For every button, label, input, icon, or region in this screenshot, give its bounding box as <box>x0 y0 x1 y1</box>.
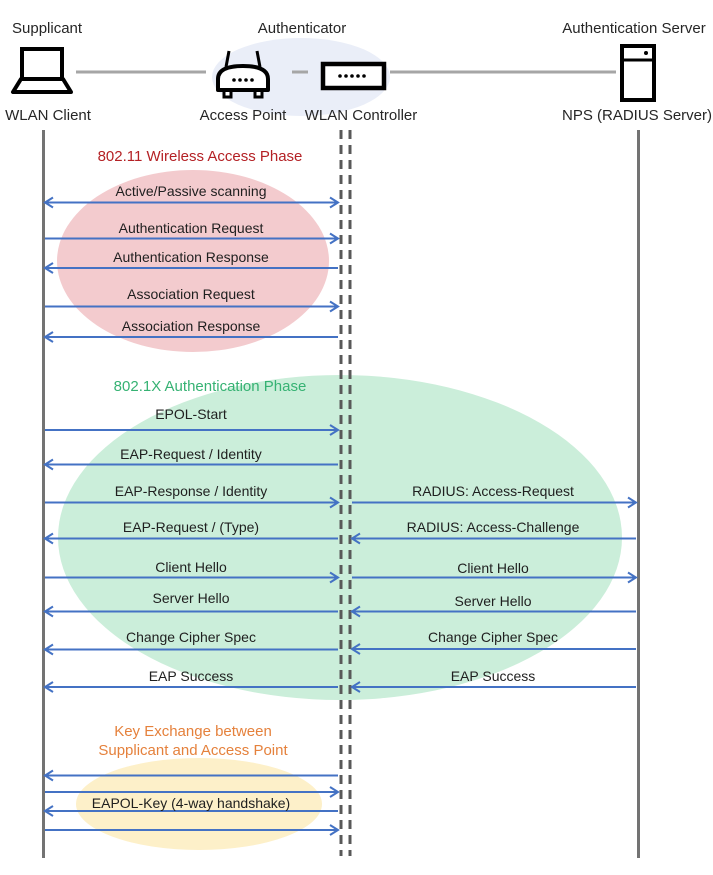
msg-eap-request-identity: EAP-Request / Identity <box>120 446 262 462</box>
phase3-title-line2: Supplicant and Access Point <box>98 742 288 759</box>
phase2-title: 802.1X Authentication Phase <box>113 378 307 395</box>
phase1-title: 802.11 Wireless Access Phase <box>97 148 303 165</box>
msg-change-cipher-spec-left: Change Cipher Spec <box>126 629 256 645</box>
laptop-icon <box>11 47 73 94</box>
msg-server-hello-left: Server Hello <box>152 590 230 606</box>
msg-epol-start: EPOL-Start <box>155 406 227 422</box>
msg-eapol-key: EAPOL-Key (4-way handshake) <box>91 795 291 811</box>
msg-change-cipher-spec-right: Change Cipher Spec <box>428 629 558 645</box>
msg-association-request: Association Request <box>127 286 255 302</box>
phase3-title-line1: Key Exchange between <box>114 723 272 740</box>
msg-eap-success-left: EAP Success <box>148 668 234 684</box>
role-authenticator: Authenticator <box>257 20 347 37</box>
wlan-controller-icon <box>320 61 387 91</box>
msg-eap-response-identity: EAP-Response / Identity <box>114 483 268 499</box>
phase3-title: Key Exchange between Supplicant and Acce… <box>63 722 323 760</box>
role-supplicant: Supplicant <box>12 20 83 37</box>
left-arrows <box>43 196 340 836</box>
msg-eap-request-type: EAP-Request / (Type) <box>122 519 260 535</box>
key-exchange-phase-ellipse <box>76 758 322 850</box>
msg-authentication-request: Authentication Request <box>118 220 264 236</box>
msg-eap-success-right: EAP Success <box>450 668 536 684</box>
role-authentication-server: Authentication Server <box>562 20 706 37</box>
device-label-nps: NPS (RADIUS Server) <box>561 107 713 124</box>
msg-active-passive-scanning: Active/Passive scanning <box>115 183 267 199</box>
msg-authentication-response: Authentication Response <box>113 249 269 265</box>
msg-association-response: Association Response <box>121 318 261 334</box>
msg-radius-access-challenge: RADIUS: Access-Challenge <box>406 519 580 535</box>
device-label-wlan-client: WLAN Client <box>5 107 91 124</box>
msg-client-hello-right: Client Hello <box>457 560 529 576</box>
msg-radius-access-request: RADIUS: Access-Request <box>412 483 574 499</box>
device-label-wlan-controller: WLAN Controller <box>304 107 418 124</box>
access-point-icon <box>216 50 270 99</box>
right-arrows <box>350 496 638 693</box>
msg-server-hello-right: Server Hello <box>454 593 532 609</box>
server-icon <box>620 44 656 102</box>
msg-client-hello-left: Client Hello <box>155 559 227 575</box>
device-label-access-point: Access Point <box>199 107 287 124</box>
